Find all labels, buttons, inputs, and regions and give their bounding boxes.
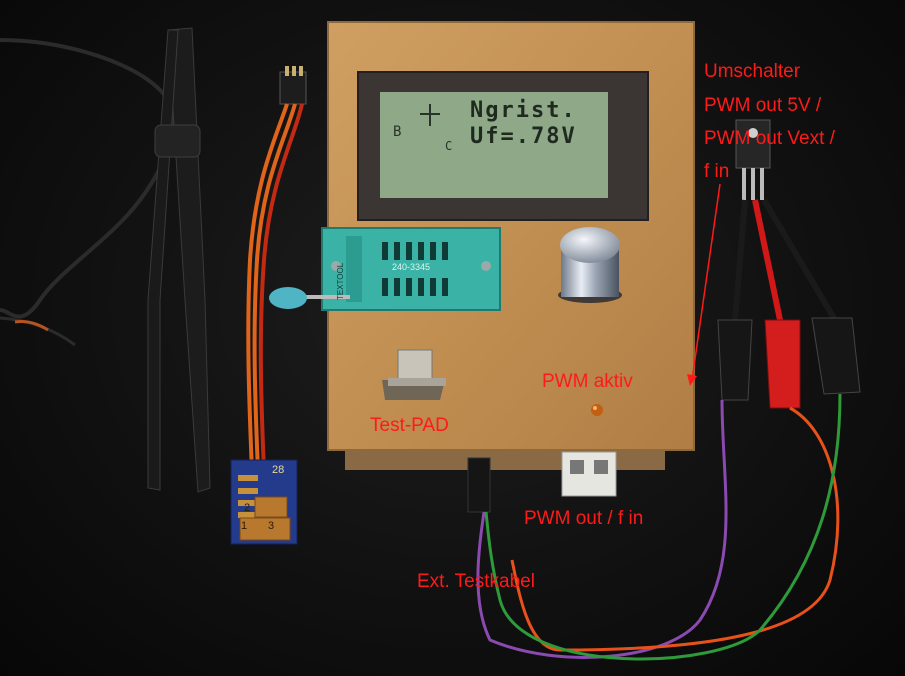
pwm-led (591, 404, 603, 416)
svg-text:C: C (445, 139, 452, 153)
adapter-pcb (230, 459, 298, 545)
label-switch-line-3: PWM out Vext / (704, 128, 835, 149)
probe-clips (717, 198, 861, 409)
label-pwm-active: PWM aktiv (542, 371, 633, 392)
adapter-pin-2: 2 (244, 502, 251, 514)
lcd-line-1: Ngrist. (470, 98, 577, 123)
lcd-screen (380, 92, 608, 198)
socket-part: 240-3345 (392, 262, 431, 272)
terminal-block (561, 451, 617, 497)
adapter-pin-3: 3 (268, 520, 275, 532)
ext-cable-connector (467, 457, 491, 513)
svg-text:B: B (393, 124, 401, 140)
zif-socket (269, 227, 501, 311)
green-wire (484, 393, 842, 661)
socket-brand: TEXTOOL (336, 262, 345, 300)
tweezers (147, 27, 211, 493)
test-wire (246, 66, 307, 473)
label-ext-cable: Ext. Testkabel (417, 571, 535, 592)
label-switch-line-1: Umschalter (704, 61, 801, 82)
mode-switch (735, 119, 771, 200)
label-test-pad: Test-PAD (370, 415, 449, 436)
label-switch-line-4: f in (704, 161, 730, 182)
purple-wire (476, 399, 728, 659)
black-cable (0, 38, 175, 319)
adapter-number: 28 (272, 464, 285, 476)
adapter-pin-1: 1 (241, 520, 248, 532)
lcd-line-2: Uf=.78V (470, 124, 577, 149)
label-pwm-out: PWM out / f in (524, 508, 644, 529)
label-switch-line-2: PWM out 5V / (704, 95, 822, 116)
